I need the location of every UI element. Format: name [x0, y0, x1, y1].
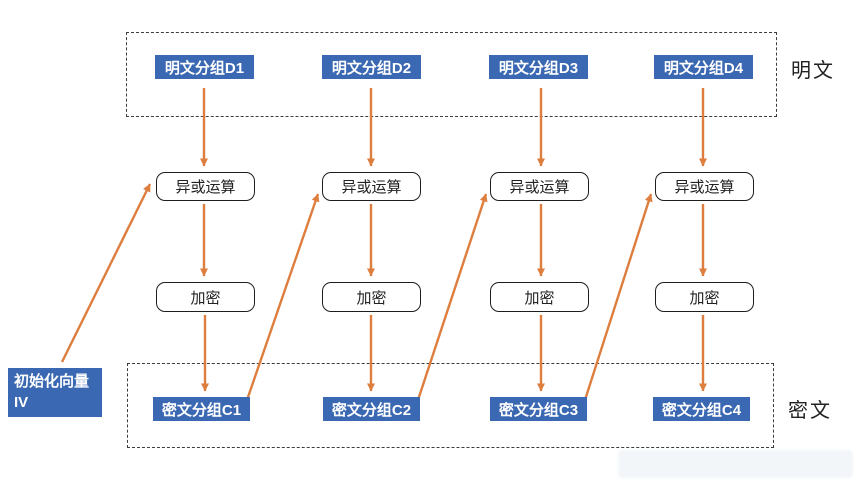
ciphertext-block-c2: 密文分组C2: [323, 397, 420, 421]
ciphertext-block-c3: 密文分组C3: [490, 397, 587, 421]
plaintext-block-d3: 明文分组D3: [489, 55, 588, 79]
encrypt-box-3: 加密: [490, 282, 589, 312]
encrypt-box-4: 加密: [655, 282, 754, 312]
plaintext-side-label: 明文: [791, 60, 835, 82]
encrypt-box-2: 加密: [322, 282, 421, 312]
xor-box-4: 异或运算: [655, 172, 754, 201]
encrypt-box-1: 加密: [156, 282, 255, 312]
xor-box-1: 异或运算: [156, 172, 255, 201]
plaintext-block-d1: 明文分组D1: [155, 55, 254, 79]
ciphertext-block-c1: 密文分组C1: [153, 397, 250, 421]
ciphertext-side-label: 密文: [788, 400, 832, 422]
xor-box-2: 异或运算: [322, 172, 421, 201]
iv-block: 初始化向量IV: [8, 368, 102, 417]
ciphertext-block-c4: 密文分组C4: [653, 397, 750, 421]
plaintext-block-d2: 明文分组D2: [322, 55, 421, 79]
watermark: [618, 450, 853, 478]
plaintext-group-frame: [126, 32, 777, 117]
plaintext-block-d4: 明文分组D4: [654, 55, 753, 79]
ciphertext-group-frame: [127, 363, 774, 448]
xor-box-3: 异或运算: [490, 172, 589, 201]
